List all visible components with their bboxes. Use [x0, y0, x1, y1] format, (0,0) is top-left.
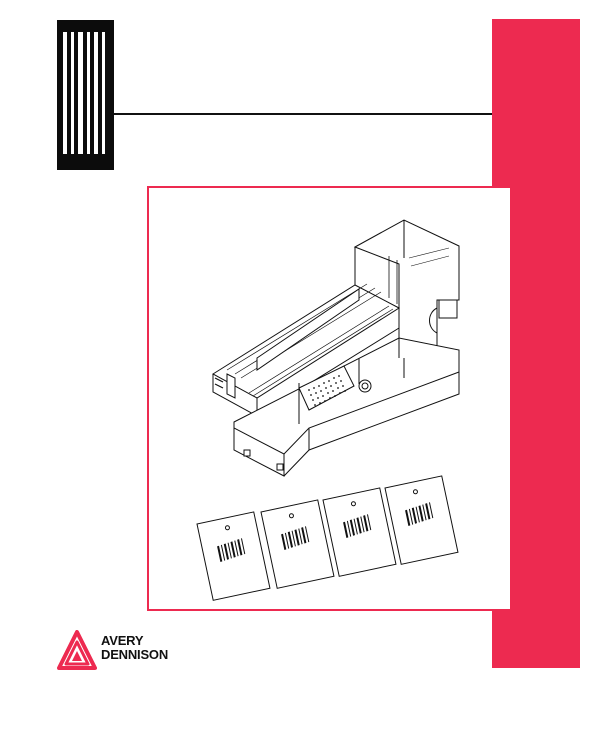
- header-rule: [114, 113, 492, 115]
- avery-dennison-triangle-icon: [57, 630, 97, 672]
- tag-samples-row: [149, 188, 510, 609]
- tag-sample-1: [197, 512, 270, 600]
- tag-sample-3: [323, 488, 396, 576]
- brand-logo: AVERY DENNISON: [57, 630, 197, 672]
- barcode-stripes-icon: [57, 20, 114, 170]
- brand-line-1: AVERY: [101, 634, 168, 648]
- tag-sample-4: [385, 476, 458, 564]
- tag-sample-2: [261, 500, 334, 588]
- brand-line-2: DENNISON: [101, 648, 168, 662]
- brand-wordmark: AVERY DENNISON: [101, 634, 168, 662]
- illustration-frame: [147, 186, 512, 611]
